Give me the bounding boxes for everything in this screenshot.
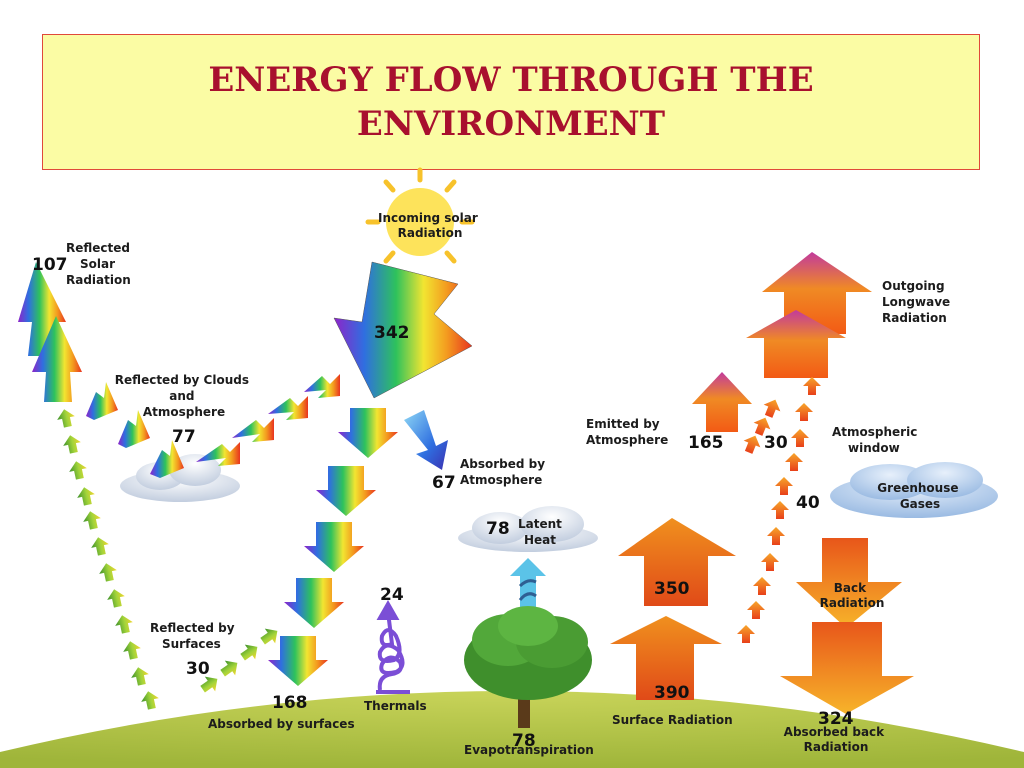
absorbed-atmosphere-value: 67 [432, 473, 456, 493]
reflected-solar-arrows [18, 262, 82, 402]
reflected-clouds-value: 77 [172, 427, 196, 447]
evapotranspiration-value: 78 [512, 731, 536, 751]
reflected-solar-value: 107 [32, 255, 68, 275]
atmospheric-window-value: 30 [764, 433, 788, 453]
latent-heat-arrow [510, 558, 546, 614]
surface-radiation-arrows [610, 518, 736, 700]
outgoing-longwave-arrows [746, 252, 872, 378]
reflected-surfaces-label: Reflected by Surfaces [150, 621, 239, 651]
reflected-solar-label: Reflected Solar Radiation [66, 241, 134, 287]
incoming-solar-value: 342 [374, 323, 410, 343]
absorbed-surfaces-label: Absorbed by surfaces [208, 717, 355, 731]
evapotranspiration-label: Evapotranspiration [464, 743, 594, 757]
absorbed-atmosphere-arrow [404, 410, 448, 470]
greenhouse-gases-cloud [830, 462, 998, 518]
reflected-clouds-label: Reflected by Clouds and Atmosphere [115, 373, 253, 419]
emitted-atmosphere-label: Emitted by Atmosphere [586, 417, 668, 447]
atmospheric-window-label: Atmospheric window [832, 425, 922, 455]
latent-heat-cloud [458, 506, 598, 552]
absorbed-back-label: Absorbed back Radiation [784, 725, 889, 754]
back-radiation-label: Back Radiation [820, 581, 885, 610]
back-radiation-arrows [780, 538, 914, 714]
incoming-solar-arrow [333, 261, 473, 399]
emitted-atmosphere-arrow [692, 372, 752, 432]
reflected-surface-arrows [55, 407, 283, 711]
surface-radiation-value-2: 390 [654, 683, 690, 703]
greenhouse-value: 40 [796, 493, 820, 513]
sun-icon [365, 167, 475, 264]
reflected-clouds-arrows [86, 374, 340, 478]
absorbed-back-value: 324 [818, 709, 854, 729]
absorbed-surfaces-value: 168 [272, 693, 308, 713]
absorbed-surface-arrows [268, 408, 398, 686]
latent-heat-value: 78 [486, 519, 510, 539]
title-box: ENERGY FLOW THROUGH THE ENVIRONMENT [42, 34, 980, 170]
thermals-label: Thermals [364, 699, 427, 713]
greenhouse-gases-label: Greenhouse Gases [877, 481, 962, 511]
thermals-spiral [376, 599, 410, 694]
latent-heat-label: Latent Heat [518, 517, 566, 547]
reflected-surfaces-value: 30 [186, 659, 210, 679]
ground [0, 691, 1024, 768]
tree-icon [464, 606, 592, 728]
emitted-atmosphere-value: 165 [688, 433, 724, 453]
incoming-solar-label: Incoming solar Radiation [378, 211, 482, 240]
thermals-value: 24 [380, 585, 404, 605]
absorbed-atmosphere-label: Absorbed by Atmosphere [460, 457, 549, 487]
outgoing-longwave-label: Outgoing Longwave Radiation [882, 279, 954, 325]
page-title: ENERGY FLOW THROUGH THE ENVIRONMENT [208, 60, 814, 144]
surface-radiation-value-1: 350 [654, 579, 690, 599]
surface-radiation-label: Surface Radiation [612, 713, 733, 727]
